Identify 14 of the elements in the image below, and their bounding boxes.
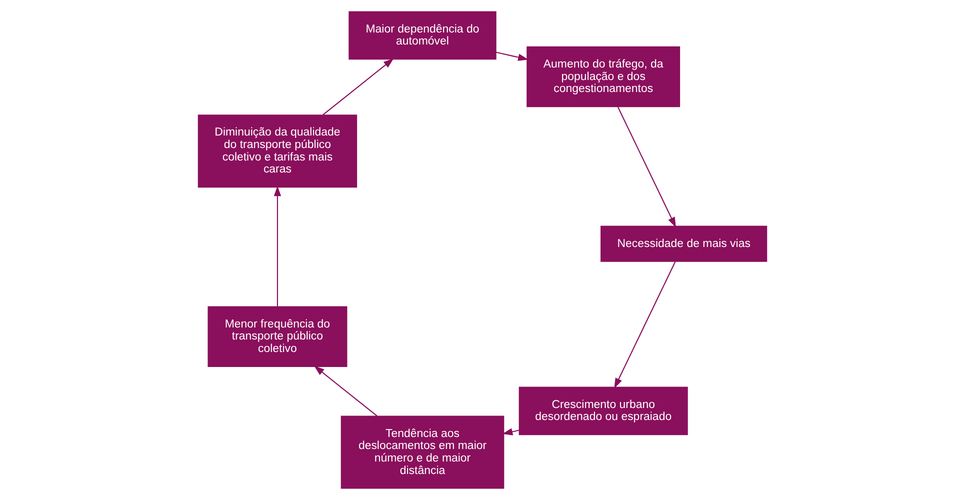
node-box: Necessidade de mais vias xyxy=(600,226,768,262)
node-box: Crescimento urbano desordenado ou espraiado xyxy=(518,386,688,436)
arrow xyxy=(274,186,282,307)
node-box: Tendência aos deslocamentos em maior número e de maior distância xyxy=(340,416,504,489)
node-box: Menor frequência do transporte público coletivo xyxy=(208,306,348,367)
arrow xyxy=(502,428,520,436)
node-box: Maior dependência do automóvel xyxy=(348,11,496,60)
arrow xyxy=(322,58,394,116)
node-box: Aumento do tráfego, da população e dos congestionamentos xyxy=(526,46,680,108)
arrow xyxy=(617,106,676,228)
node-box: Diminuição da qualidade do transporte público coletivo e tarifas mais caras xyxy=(198,114,358,188)
arrow xyxy=(614,262,676,388)
arrow xyxy=(314,366,378,416)
arrow xyxy=(496,52,528,61)
